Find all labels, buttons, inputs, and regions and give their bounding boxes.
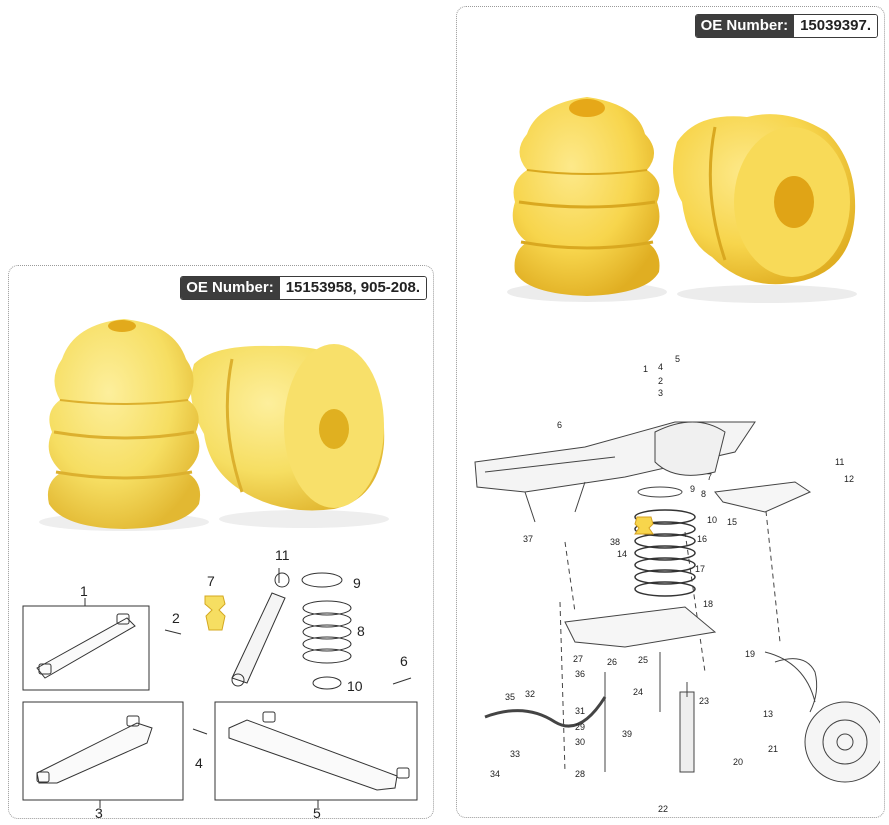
callout-9: 9: [353, 575, 361, 591]
callout-34: 34: [490, 769, 500, 779]
callout-33: 33: [510, 749, 520, 759]
callout-6: 6: [400, 653, 408, 669]
callout-37: 37: [523, 534, 533, 544]
callout-22: 22: [658, 804, 668, 812]
callout-18: 18: [703, 599, 713, 609]
bump-stop-photo: [507, 97, 857, 303]
callout-7: 7: [207, 573, 215, 589]
callout-26: 26: [607, 657, 617, 667]
callout-29: 29: [575, 722, 585, 732]
callout-15: 15: [727, 517, 737, 527]
callout-27: 27: [573, 654, 583, 664]
callout-8: 8: [701, 489, 706, 499]
callout-2: 2: [658, 376, 663, 386]
callout-39: 39: [622, 729, 632, 739]
oe-number-value: 15153958, 905-208.: [279, 277, 426, 299]
right-product-panel: OE Number: 15039397.: [456, 6, 885, 818]
callout-8: 8: [357, 623, 365, 639]
callout-1: 1: [643, 364, 648, 374]
callout-12: 12: [844, 474, 854, 484]
callout-10: 10: [347, 678, 363, 694]
callout-14: 14: [617, 549, 627, 559]
callout-31: 31: [575, 706, 585, 716]
callout-16: 16: [697, 534, 707, 544]
oe-number-value: 15039397.: [794, 15, 877, 37]
left-product-panel: OE Number: 15153958, 905-208.: [8, 265, 434, 819]
callout-3: 3: [95, 805, 103, 818]
callout-28: 28: [575, 769, 585, 779]
callout-23: 23: [699, 696, 709, 706]
callout-11: 11: [275, 547, 290, 563]
highlighted-bump-stop: [204, 595, 226, 631]
callout-19: 19: [745, 649, 755, 659]
callout-24: 24: [633, 687, 643, 697]
bump-stop-photo: [39, 319, 389, 531]
callout-13: 13: [763, 709, 773, 719]
callout-10: 10: [707, 515, 717, 525]
callout-1: 1: [80, 583, 88, 599]
callout-4: 4: [195, 755, 203, 771]
callout-5: 5: [675, 354, 680, 364]
oe-number-label: OE Number:: [695, 15, 795, 37]
oe-number-tag: OE Number: 15153958, 905-208.: [180, 276, 427, 300]
callout-17: 17: [695, 564, 705, 574]
callout-30: 30: [575, 737, 585, 747]
oe-number-tag: OE Number: 15039397.: [694, 14, 878, 38]
highlighted-bump-stop: [634, 516, 654, 535]
callout-6: 6: [557, 420, 562, 430]
callout-25: 25: [638, 655, 648, 665]
callout-7: 7: [707, 472, 712, 482]
callout-36: 36: [575, 669, 585, 679]
callout-11: 11: [835, 457, 844, 467]
callout-9: 9: [690, 484, 695, 494]
callout-32: 32: [525, 689, 535, 699]
callout-21: 21: [768, 744, 778, 754]
callout-35: 35: [505, 692, 515, 702]
callout-5: 5: [313, 805, 321, 818]
callout-20: 20: [733, 757, 743, 767]
callout-4: 4: [658, 362, 663, 372]
rear-suspension-diagram: 1 2 3 4 5 6 7 8 9 10 11: [22, 547, 418, 818]
suspension-exploded-diagram: 1 2 3 4 5 6 7 8 9 10 11 12 13 14 15 16 1…: [474, 354, 880, 812]
callout-3: 3: [658, 388, 663, 398]
oe-number-label: OE Number:: [181, 277, 280, 299]
callout-38: 38: [610, 537, 620, 547]
callout-2: 2: [172, 610, 180, 626]
